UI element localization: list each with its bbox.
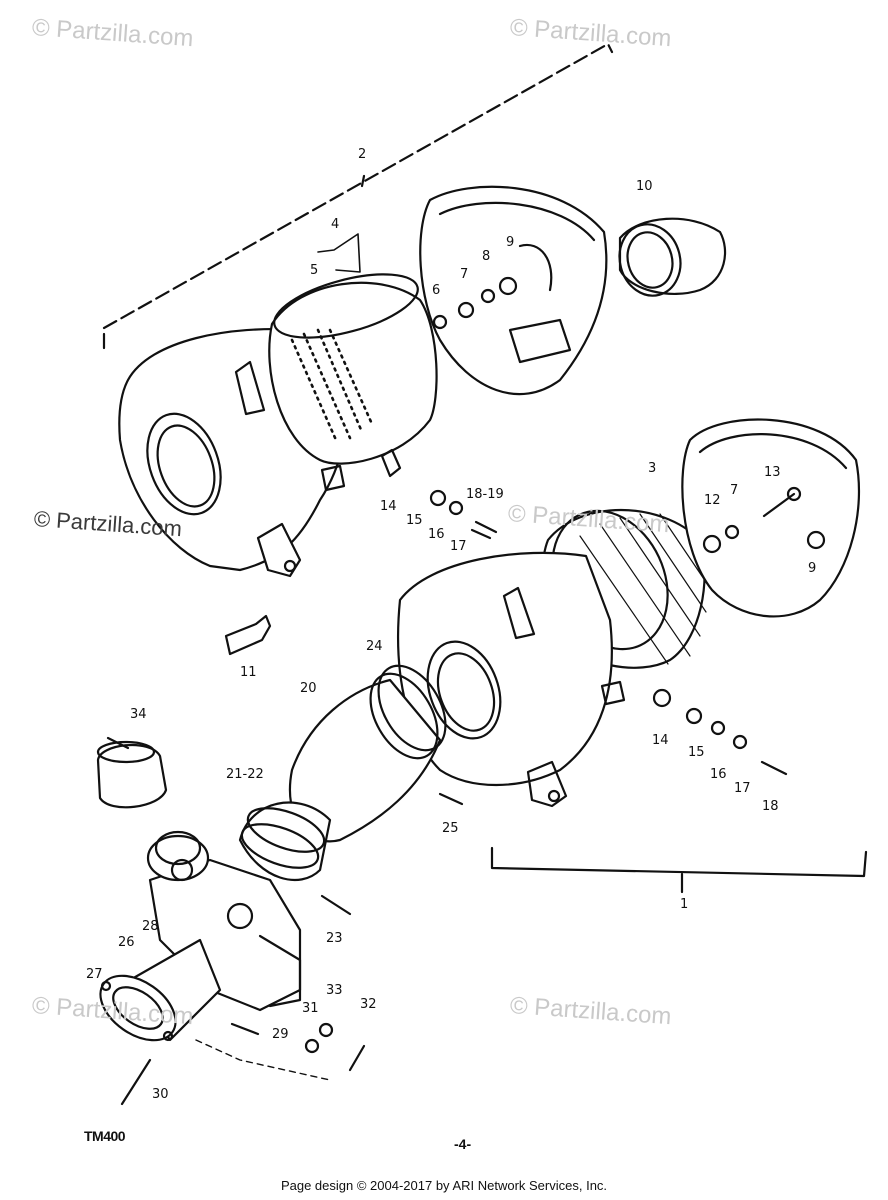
- callout-33: 33: [326, 983, 343, 998]
- upper-filter-element: [268, 273, 438, 478]
- callout-4: 4: [331, 217, 340, 232]
- callout-31: 31: [302, 1001, 319, 1016]
- callout-25: 25: [442, 821, 459, 836]
- callout-20: 20: [300, 681, 317, 696]
- page-number: -4-: [454, 1136, 472, 1152]
- part-34-cap: [96, 736, 168, 809]
- callout-2: 2: [358, 147, 367, 162]
- upper-outer-cover: [419, 185, 608, 396]
- callout-15: 15: [406, 513, 423, 528]
- callout-10: 10: [636, 179, 653, 194]
- callout-1: 1: [680, 897, 689, 912]
- callout-21-22: 21-22: [226, 767, 264, 782]
- callout-18: 18: [762, 799, 779, 814]
- part-20-duct: [288, 664, 447, 843]
- intake-manifold: [99, 938, 222, 1042]
- callout-29: 29: [272, 1027, 289, 1042]
- part-10-cap: [618, 217, 727, 297]
- leader-4-5: [317, 233, 361, 273]
- callout-26: 26: [118, 935, 135, 950]
- callout-24: 24: [366, 639, 383, 654]
- callout-15: 15: [688, 745, 705, 760]
- callout-17: 17: [450, 539, 467, 554]
- callout-11: 11: [240, 665, 257, 680]
- callout-16: 16: [428, 527, 445, 542]
- callout-6: 6: [432, 283, 441, 298]
- bracket-2: [102, 42, 614, 350]
- joint-bands-21-22: [238, 801, 332, 882]
- fasteners: [120, 489, 788, 1106]
- callout-14: 14: [380, 499, 397, 514]
- callout-5: 5: [310, 263, 319, 278]
- page-footer: Page design © 2004-2017 by ARI Network S…: [280, 1178, 608, 1193]
- part-11-clip: [224, 614, 272, 656]
- callout-30: 30: [152, 1087, 169, 1102]
- callout-12: 12: [704, 493, 721, 508]
- bracket-1: [490, 846, 868, 894]
- callout-17: 17: [734, 781, 751, 796]
- callout-9: 9: [506, 235, 515, 250]
- callout-28: 28: [142, 919, 159, 934]
- callout-7: 7: [730, 483, 739, 498]
- callout-27: 27: [86, 967, 103, 982]
- lower-outer-cover: [681, 418, 861, 618]
- callout-16: 16: [710, 767, 727, 782]
- callout-8: 8: [482, 249, 491, 264]
- callout-32: 32: [360, 997, 377, 1012]
- callout-18-19: 18-19: [466, 487, 504, 502]
- callout-3: 3: [648, 461, 657, 476]
- callout-34: 34: [130, 707, 147, 722]
- callout-7: 7: [460, 267, 469, 282]
- callout-9: 9: [808, 561, 817, 576]
- callout-13: 13: [764, 465, 781, 480]
- callout-14: 14: [652, 733, 669, 748]
- lower-air-cleaner-case: [397, 551, 626, 808]
- model-code: TM400: [84, 1128, 126, 1144]
- callout-23: 23: [326, 931, 343, 946]
